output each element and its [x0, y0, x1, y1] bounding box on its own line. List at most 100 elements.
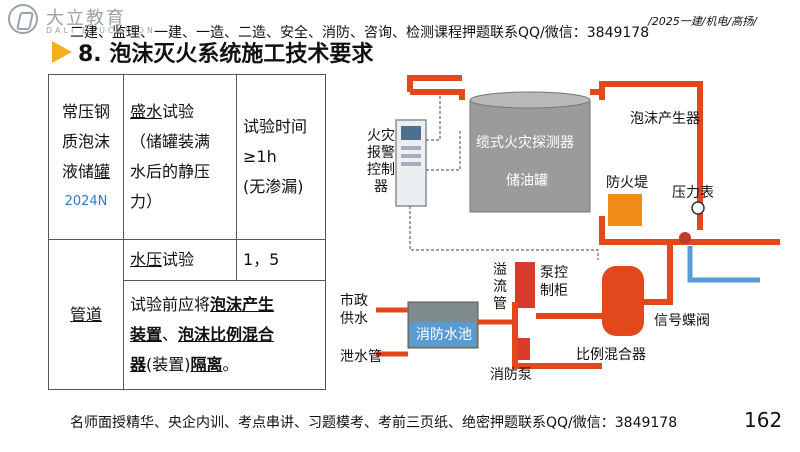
foam-pipe	[376, 307, 512, 357]
foam-pipe	[512, 242, 673, 369]
slide-title: 8. 泡沫灭火系统施工技术要求	[78, 42, 374, 67]
cell-text: 常压钢	[61, 102, 110, 121]
logo-mark-icon	[8, 4, 38, 34]
table-cell-test: 盛水试验 （储罐装满 水后的静压 力）	[123, 74, 237, 240]
label-line: 火灾	[367, 128, 395, 144]
proportioning-mixer-tank	[602, 266, 644, 336]
detector-label: 缆式火灾探测器	[476, 135, 574, 151]
fire-pump	[518, 338, 530, 360]
diagram-drawing	[376, 75, 780, 369]
signal-line	[426, 90, 461, 171]
cell-text: 装置、泡沫比例混合	[130, 320, 319, 350]
cell-text-underline: 泡沫比例混合	[178, 325, 275, 344]
footer-promo: 名师面授精华、央企内训、考点串讲、习题模考、考前三页纸、绝密押题联系QQ/微信：…	[70, 415, 678, 431]
cell-text-underline: 装置	[130, 325, 163, 344]
cell-text: 液储	[61, 162, 94, 181]
oil-tank-top	[469, 91, 591, 109]
signal-line	[409, 206, 599, 260]
label-line: 制柜	[540, 283, 568, 299]
cell-text: 力）	[130, 192, 163, 211]
table-cell-value: 1，5	[236, 239, 326, 281]
cell-text: 器(装置)隔离。	[130, 350, 319, 380]
course-tag: /2025一建/机电/高扬/	[648, 15, 757, 28]
oil-tank-label: 储油罐	[506, 173, 548, 189]
logo: 大立教育 DALI EDUCATION	[8, 4, 158, 38]
promo-line: 二建、监理、一建、一造、二造、安全、消防、咨询、检测课程押题联系QQ/微信：38…	[70, 25, 650, 41]
cell-text: 试验前应将	[130, 295, 211, 314]
table-cell-tank: 常压钢 质泡沫 液储罐 2024N	[48, 74, 124, 240]
table-cell-pipe: 管道	[48, 239, 124, 390]
cell-text: （储罐装满	[130, 132, 211, 151]
cell-text-underline: 泡沫产生	[210, 295, 275, 314]
water-pipe	[687, 246, 760, 283]
cell-text-underline: 罐	[94, 162, 111, 181]
table-cell-note: 试验前应将泡沫产生 装置、泡沫比例混合 器(装置)隔离。	[123, 280, 326, 390]
cell-text: 试验	[162, 102, 195, 121]
alarm-panel-strip	[401, 154, 421, 158]
label-line: 流	[493, 279, 507, 295]
table-row: 常压钢 质泡沫 液储罐 2024N 盛水试验 （储罐装满 水后的静压 力） 试验…	[48, 74, 326, 240]
pool-water	[410, 322, 476, 346]
foam-generator-label: 泡沫产生器	[630, 111, 700, 127]
signal-butterfly-valve	[679, 232, 691, 244]
cell-text-underline: 管道	[69, 304, 102, 324]
label-line: 市政	[340, 293, 368, 309]
cell-text: 盛水试验	[130, 97, 230, 127]
table-row: 管道 水压试验 1，5	[48, 239, 326, 390]
label-line: 控制	[367, 162, 395, 178]
label-line: 器	[374, 179, 388, 195]
foam-pipe	[599, 216, 780, 245]
cell-text: 、	[162, 325, 179, 344]
cell-text: 水后的静压	[130, 162, 211, 181]
year-badge: 2024N	[64, 194, 108, 209]
cell-text: 试验	[162, 250, 195, 269]
cell-text: (无渗漏)	[243, 177, 304, 196]
label-line: 管	[493, 296, 507, 312]
label-line: 供水	[340, 311, 368, 327]
title-arrow-icon	[52, 41, 72, 63]
pool-label: 消防水池	[416, 327, 472, 343]
alarm-panel-screen	[401, 126, 421, 140]
cell-text-underline: 器	[130, 355, 147, 374]
table-cell-duration: 试验时间 ≥1h (无渗漏)	[236, 74, 326, 240]
cell-text: 1，5	[243, 250, 280, 269]
table-cell-test: 水压试验	[123, 239, 237, 281]
cell-text: (装置)	[146, 355, 191, 374]
table-row: 试验前应将泡沫产生 装置、泡沫比例混合 器(装置)隔离。	[49, 280, 326, 390]
cell-text: ≥1h	[243, 147, 277, 166]
city-water-label: 市政 供水	[340, 292, 368, 328]
mixer-label: 比例混合器	[576, 347, 646, 363]
foam-pipe	[407, 75, 650, 100]
alarm-panel-strip	[401, 146, 421, 150]
pump-control-cabinet	[515, 262, 535, 308]
foam-system-diagram: 火灾 报警 控制 器 泡沫产生器 缆式火灾探测器 储油罐 防火堤 压力表 溢 流…	[340, 70, 800, 406]
cell-text: 质泡沫	[61, 132, 110, 151]
alarm-panel-strip	[401, 162, 421, 166]
cell-text: 试验时间	[243, 117, 308, 136]
oil-tank	[469, 99, 591, 213]
dike-label: 防火堤	[606, 175, 648, 191]
cell-text: 液储罐	[55, 157, 117, 187]
pressure-gauge	[691, 201, 705, 215]
drain-label: 泄水管	[340, 349, 382, 365]
label-line: 报警	[367, 145, 395, 161]
page-number: 162	[744, 408, 783, 432]
pump-cabinet-label: 泵控 制柜	[540, 264, 568, 300]
foam-pipe	[650, 81, 703, 230]
alarm-controller-label: 火灾 报警 控制 器	[367, 128, 395, 196]
logo-english: DALI EDUCATION	[46, 26, 156, 35]
requirements-table: 常压钢 质泡沫 液储罐 2024N 盛水试验 （储罐装满 水后的静压 力） 试验…	[48, 74, 326, 390]
overflow-pipe-label: 溢 流 管	[492, 262, 508, 313]
label-line: 泵控	[540, 265, 568, 281]
cell-text: 试验前应将泡沫产生	[130, 290, 319, 320]
cell-text-underline: 隔离	[190, 355, 223, 374]
pump-label: 消防泵	[490, 367, 532, 383]
logo-name: 大立教育	[46, 8, 126, 29]
cell-text: 。	[222, 355, 239, 374]
valve-label: 信号蝶阀	[654, 313, 710, 329]
cell-text-underline: 盛水	[130, 102, 163, 121]
cell-text-underline: 水压	[130, 250, 163, 269]
label-line: 溢	[493, 262, 507, 278]
gauge-label: 压力表	[672, 185, 714, 201]
fire-dike	[608, 194, 642, 226]
